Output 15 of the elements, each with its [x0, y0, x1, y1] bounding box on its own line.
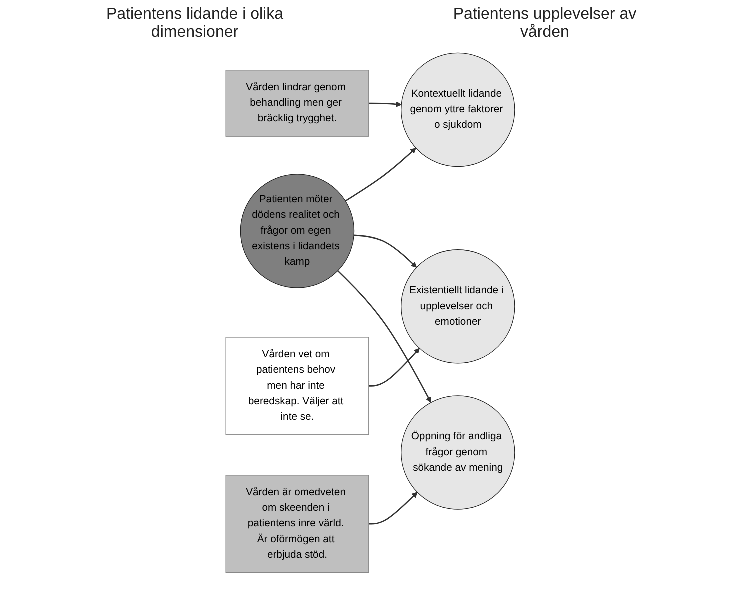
arrow: [337, 270, 431, 403]
node-box: Vården lindrar genom behandling men ger bräcklig trygghet.: [225, 70, 369, 137]
node-circle: Kontextuellt lidande genom yttre faktorer o sjukdom: [400, 52, 515, 168]
column-heading: Patientens upplevelser av vården: [452, 6, 638, 42]
node-box: Vården vet om patientens behov men har inte beredskap. Väljer att inte se.: [225, 337, 369, 436]
node-circle: Patienten möter dödens realitet och frågor om egen existens i lidandets kamp: [240, 174, 354, 288]
arrow: [354, 234, 417, 268]
column-heading: Patientens lidande i olika dimensioner: [105, 6, 284, 42]
arrow: [368, 348, 420, 387]
node-circle: Öppning för andliga frågor genom sökande av mening: [400, 396, 515, 510]
arrow: [368, 102, 402, 108]
arrow: [368, 492, 418, 525]
node-box: Vården är omedveten om skeenden i patientens inre värld. Är oförmögen att erbjuda stöd.: [225, 475, 369, 574]
node-circle: Existentiellt lidande i upplevelser och emotioner: [400, 250, 515, 364]
arrow: [344, 148, 416, 202]
